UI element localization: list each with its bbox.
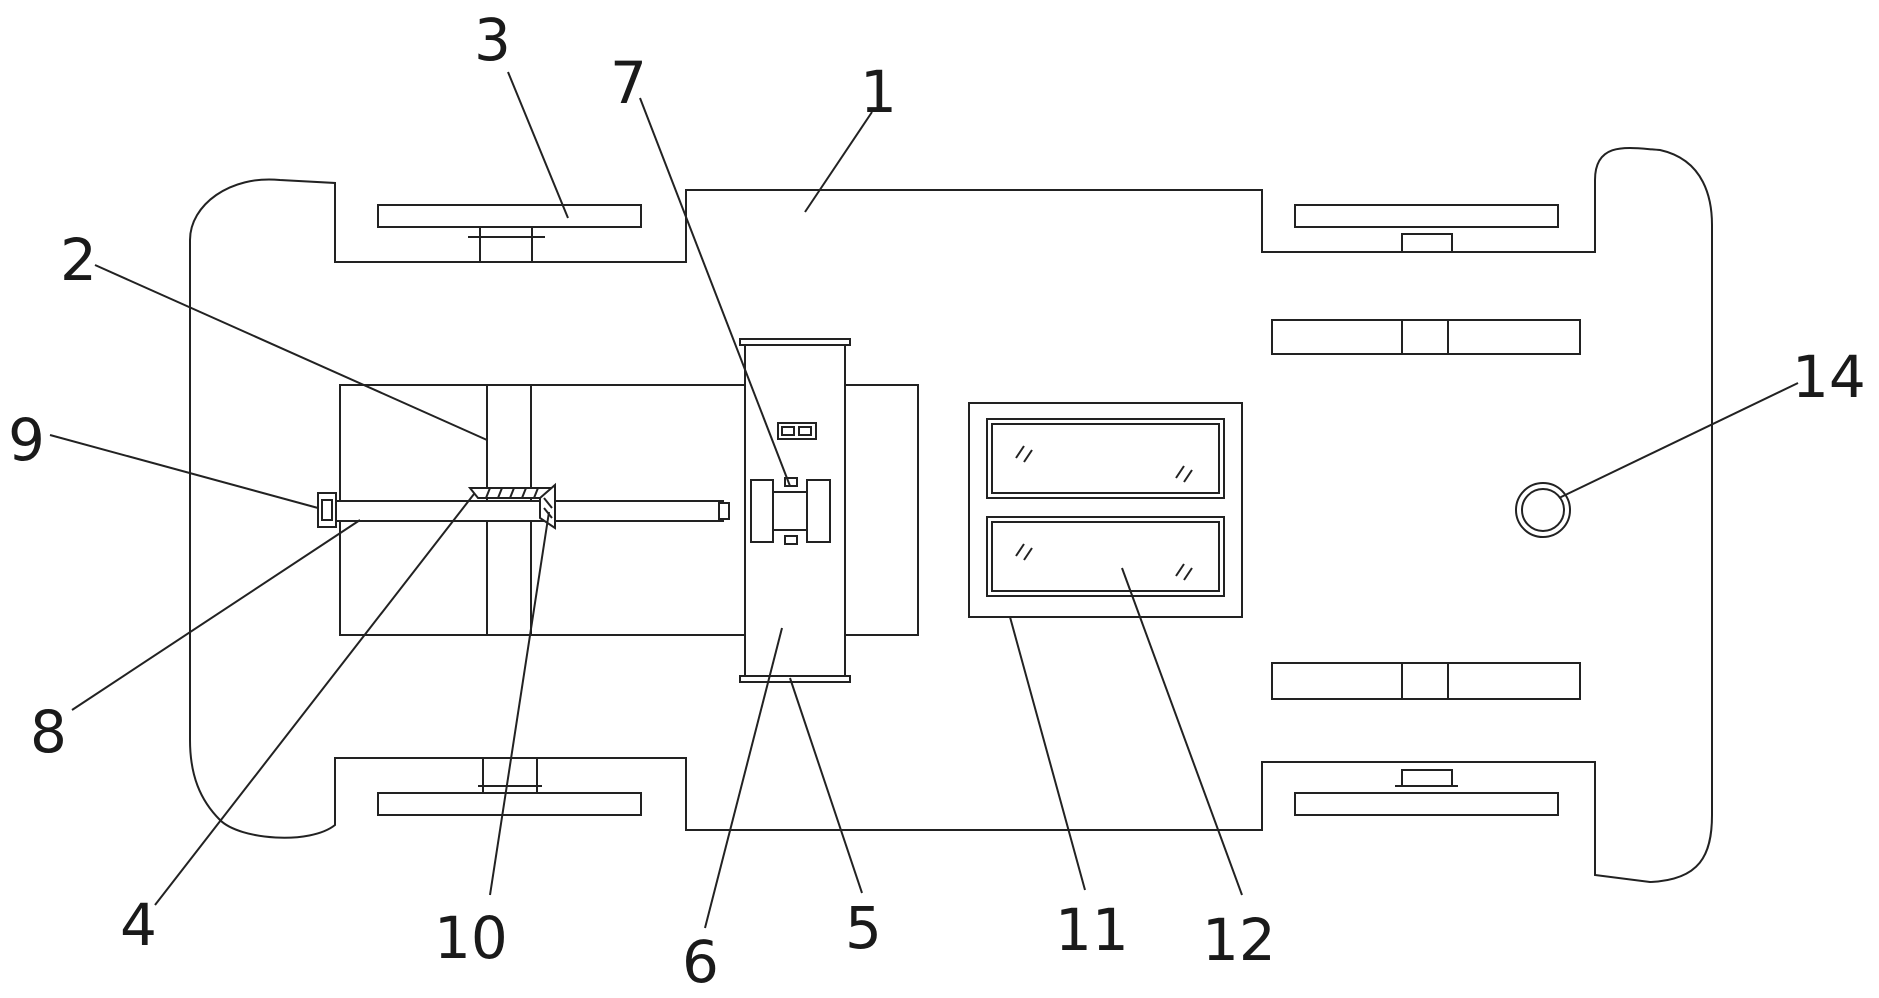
window-pane-bottom	[987, 517, 1224, 596]
wheel-top-right	[1295, 205, 1558, 252]
sensor-circle	[1516, 483, 1570, 537]
callout-2: 2	[60, 226, 97, 294]
callout-7: 7	[610, 49, 647, 117]
callout-4: 4	[120, 891, 157, 959]
leader-6	[705, 628, 782, 928]
bevel-gear-horizontal	[470, 488, 552, 498]
window-pane-top	[987, 419, 1224, 498]
shaft	[335, 501, 723, 521]
rear-bar-bottom	[1272, 663, 1580, 699]
frame-cap-bottom	[740, 676, 850, 682]
callout-10: 10	[434, 904, 508, 972]
wheel-top-left	[378, 205, 641, 262]
frame-connector	[778, 423, 816, 439]
leader-2	[95, 265, 487, 440]
callout-11: 11	[1055, 896, 1129, 964]
callout-3: 3	[474, 6, 511, 74]
callout-8: 8	[30, 698, 67, 766]
leader-3	[508, 72, 568, 218]
leader-4	[155, 494, 474, 905]
shaft-end-inner	[322, 500, 332, 520]
leader-5	[790, 678, 862, 893]
leader-9	[50, 435, 318, 508]
callout-12: 12	[1202, 906, 1276, 974]
leader-14	[1559, 383, 1798, 498]
leader-8	[72, 520, 360, 710]
frame-cap-top	[740, 339, 850, 345]
leader-11	[1010, 617, 1085, 890]
callout-5: 5	[845, 894, 882, 962]
wheel-bottom-right	[1295, 770, 1558, 815]
callout-14: 14	[1792, 343, 1866, 411]
shaft-coupling	[719, 503, 729, 519]
rear-bar-top	[1272, 320, 1580, 354]
callout-1: 1	[860, 58, 897, 126]
callout-9: 9	[8, 406, 45, 474]
callout-6: 6	[682, 928, 719, 993]
leader-1	[805, 112, 872, 212]
